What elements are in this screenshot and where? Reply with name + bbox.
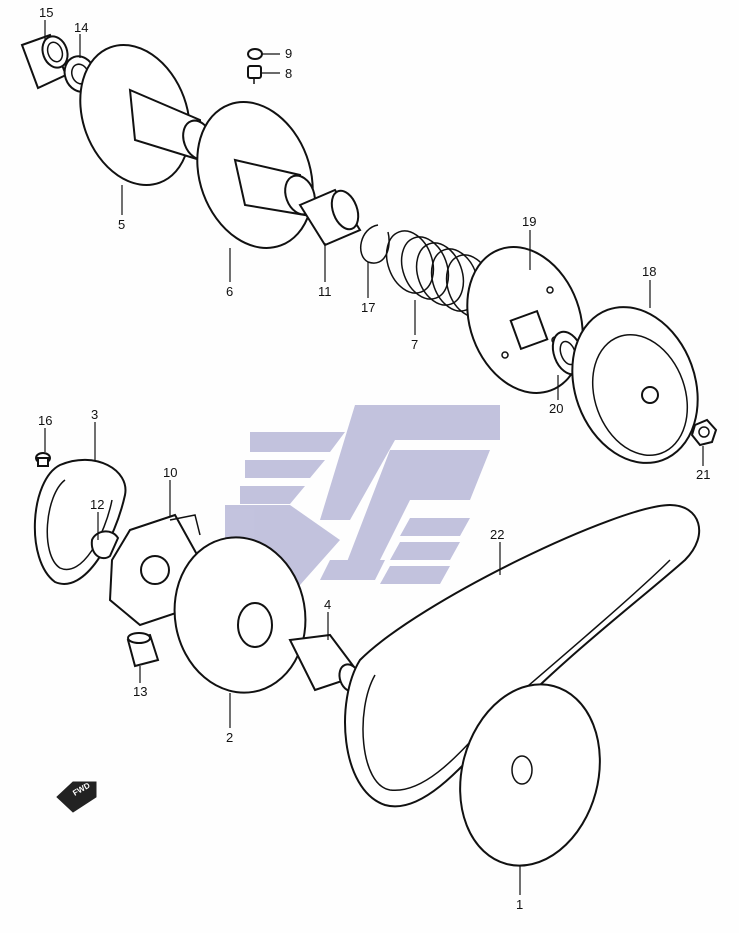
callout-21: 21: [696, 467, 710, 482]
callout-4: 4: [324, 597, 331, 612]
callout-11: 11: [318, 284, 332, 299]
callout-8: 8: [285, 66, 292, 81]
part-5-driven-face: [79, 44, 214, 186]
fwd-arrow-icon: FWD: [56, 781, 97, 813]
part-22-v-belt: [344, 503, 701, 808]
part-6-movable-face: [196, 101, 316, 249]
callout-labels: 15 14 9 8 5 6 11 17 19 18 7 20 21 16 3 1…: [38, 5, 710, 912]
callout-6: 6: [226, 284, 233, 299]
leader-lines: [44, 20, 704, 895]
part-12-slide-piece: [90, 530, 120, 560]
part-16-screw: [35, 452, 51, 467]
callout-7: 7: [411, 337, 418, 352]
callout-16: 16: [38, 413, 52, 428]
part-11-collar: [298, 188, 362, 247]
callout-3: 3: [91, 407, 98, 422]
callout-10: 10: [163, 465, 177, 480]
watermark-logo: [225, 405, 500, 585]
part-8-nipple: [247, 65, 262, 84]
callout-19: 19: [522, 214, 536, 229]
part-21-nut: [690, 418, 718, 447]
callout-9: 9: [285, 46, 292, 61]
callout-15: 15: [39, 5, 53, 20]
callout-2: 2: [226, 730, 233, 745]
part-15-bearing: [20, 33, 69, 90]
callout-14: 14: [74, 20, 88, 35]
callout-18: 18: [642, 264, 656, 279]
callout-20: 20: [549, 401, 563, 416]
callout-1: 1: [516, 897, 523, 912]
callout-13: 13: [133, 684, 147, 699]
part-18-clutch-housing: [571, 306, 699, 464]
callout-5: 5: [118, 217, 125, 232]
part-13-roller: [126, 632, 160, 668]
callout-17: 17: [361, 300, 375, 315]
callout-12: 12: [90, 497, 104, 512]
part-2-drive-face: [173, 536, 307, 694]
part-1-pulley: [459, 683, 601, 867]
part-17-circlip: [359, 224, 390, 264]
part-9-cap: [247, 48, 263, 60]
callout-22: 22: [490, 527, 504, 542]
